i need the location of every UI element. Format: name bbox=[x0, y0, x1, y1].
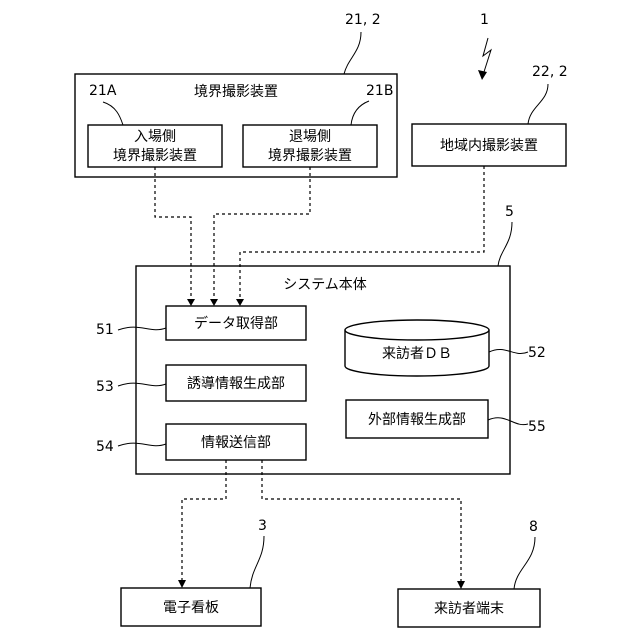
info-sender-label: 情報送信部 bbox=[201, 435, 271, 451]
visitor-db-label: 来訪者ＤＢ bbox=[382, 346, 452, 362]
ref-data-acq: 51 bbox=[96, 322, 114, 338]
sender-to-terminal-line bbox=[262, 460, 461, 582]
area-camera-label: 地域内撮影装置 bbox=[440, 137, 538, 154]
ref-info-send: 54 bbox=[96, 439, 114, 455]
ref-boundary: 21, 2 bbox=[345, 12, 381, 28]
ref-system-all-leader bbox=[483, 38, 491, 75]
sender-to-signage-line bbox=[182, 460, 226, 581]
ref-main-leader bbox=[498, 222, 512, 266]
exit-camera-label-line1: 退場側 bbox=[289, 129, 331, 145]
exit-camera-label-line2: 境界撮影装置 bbox=[268, 147, 352, 164]
ref-boundary-leader bbox=[344, 32, 361, 74]
entry-camera-label-line1: 入場側 bbox=[134, 129, 176, 145]
ref-system-all-arrowhead bbox=[478, 70, 487, 80]
system-main-title: システム本体 bbox=[283, 277, 367, 293]
ref-area-leader bbox=[528, 84, 548, 124]
entry-camera-label-line2: 境界撮影装置 bbox=[113, 147, 197, 164]
sender-to-signage-arrowhead bbox=[178, 580, 186, 588]
sender-to-terminal-arrowhead bbox=[457, 581, 465, 589]
ref-system-all: 1 bbox=[480, 12, 489, 28]
ref-signage: 3 bbox=[258, 518, 267, 534]
ref-boundary-exit: 21B bbox=[366, 83, 393, 99]
external-generator-label: 外部情報生成部 bbox=[368, 412, 466, 428]
ref-db: 52 bbox=[528, 345, 546, 361]
guidance-generator-label: 誘導情報生成部 bbox=[187, 376, 285, 392]
ref-guidance: 53 bbox=[96, 379, 114, 395]
digital-signage-label: 電子看板 bbox=[163, 600, 219, 616]
ref-signage-leader bbox=[250, 536, 264, 588]
ref-area: 22, 2 bbox=[532, 64, 568, 80]
visitor-terminal-label: 来訪者端末 bbox=[434, 601, 504, 617]
ref-external: 55 bbox=[528, 419, 546, 435]
ref-terminal-leader bbox=[514, 537, 535, 589]
ref-boundary-entry: 21A bbox=[89, 83, 117, 99]
data-acquisition-label: データ取得部 bbox=[194, 315, 278, 332]
boundary-camera-group-title: 境界撮影装置 bbox=[194, 83, 278, 100]
ref-terminal: 8 bbox=[529, 519, 538, 535]
ref-main: 5 bbox=[505, 204, 514, 220]
